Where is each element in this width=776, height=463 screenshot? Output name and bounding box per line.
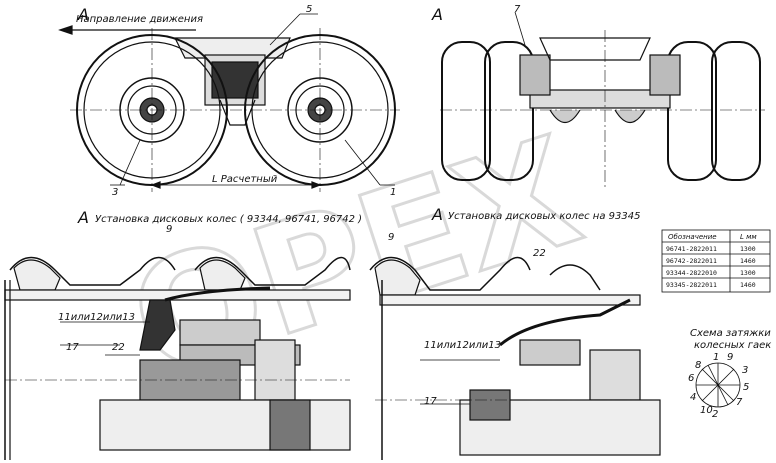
table-row-value: 1300 (740, 245, 756, 253)
view-letter-right: A (431, 5, 443, 24)
caption-right: Установка дисковых колес на 93345 (448, 211, 640, 222)
table-header-length: L мм (740, 233, 757, 241)
callout-17-left: 17 (66, 342, 79, 353)
section-letter-right: A (431, 205, 443, 224)
callout-1: 1 (390, 187, 396, 198)
bolt-number: 5 (743, 382, 749, 393)
callout-3: 3 (112, 187, 118, 198)
section-letter-left: A (77, 208, 89, 227)
callout-17-right: 17 (424, 396, 437, 407)
direction-label: Направление движения (76, 14, 203, 25)
tightening-scheme-diagram (695, 362, 741, 408)
dimension-table (661, 229, 771, 293)
table-row-code: 96741-2822011 (666, 245, 717, 253)
table-row-code: 93345-2822011 (666, 281, 717, 289)
table-header-code: Обозначение (668, 233, 717, 241)
side-view-wheels (58, 13, 400, 192)
section-right (369, 256, 661, 460)
bolt-number: 2 (712, 409, 718, 420)
scheme-title-line2: колесных гаек (694, 340, 771, 351)
bolt-number: 3 (742, 365, 748, 376)
callout-22-left: 22 (112, 342, 125, 353)
view-letter-left: A (77, 5, 89, 24)
callout-11-left: 11или12или13 (58, 312, 135, 323)
table-row-value: 1460 (740, 257, 756, 265)
bolt-number: 1 (713, 352, 719, 363)
dimension-label: L Расчетный (212, 174, 278, 185)
bolt-number: 10 (700, 405, 713, 416)
caption-left: Установка дисковых колес ( 93344, 96741,… (95, 214, 362, 225)
bolt-number: 6 (688, 373, 694, 384)
callout-22-right: 22 (533, 248, 546, 259)
section-left (4, 256, 351, 460)
callout-7: 7 (514, 4, 521, 15)
bolt-number: 9 (727, 352, 733, 363)
bolt-number: 4 (690, 392, 696, 403)
table-row-value: 1300 (740, 269, 756, 277)
table-row-code: 96742-2822011 (666, 257, 717, 265)
rear-view-axle (440, 11, 765, 190)
callout-9-left: 9 (166, 224, 172, 235)
scheme-title-line1: Схема затяжки (690, 328, 771, 339)
bolt-number: 8 (695, 360, 701, 371)
bolt-number: 7 (736, 397, 743, 408)
direction-arrowhead-icon (58, 25, 73, 35)
table-row-value: 1460 (740, 281, 756, 289)
callout-5: 5 (306, 4, 312, 15)
table-row-code: 93344-2822010 (666, 269, 717, 277)
callout-9-right: 9 (388, 232, 394, 243)
callout-11-right: 11или12или13 (424, 340, 501, 351)
